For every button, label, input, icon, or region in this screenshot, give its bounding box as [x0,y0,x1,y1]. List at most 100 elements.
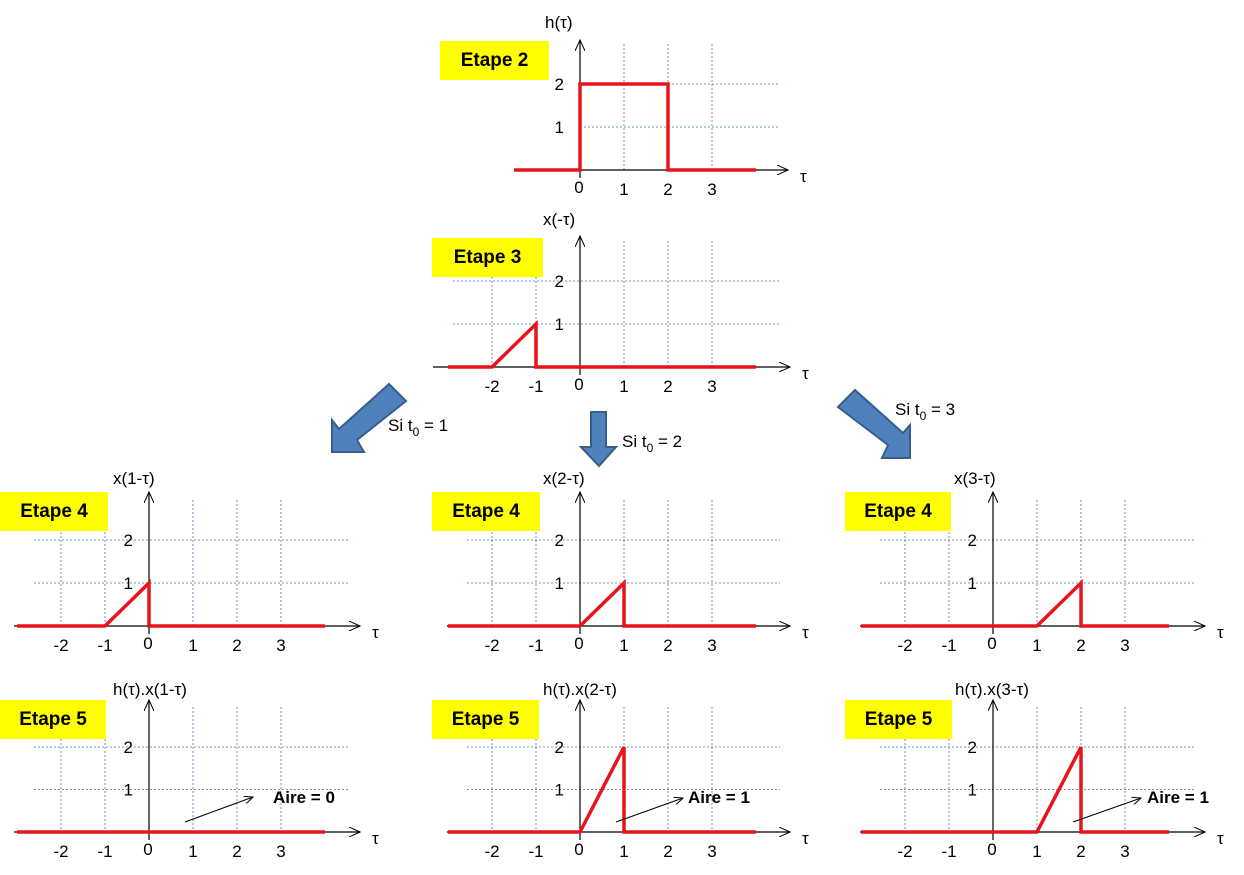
y-tick-label: 1 [555,315,564,334]
shift-label-t3: Si t0 = 3 [895,400,955,423]
y-tick-label: 1 [124,574,133,593]
y-tick-label: 1 [968,781,977,800]
x-tick-label: -2 [53,636,68,655]
signal-curve [861,746,1169,834]
area-pointer-arrow [1072,798,1141,823]
x-tick-label: -1 [941,636,956,655]
plots-layer: 0 1 2 3 1 2 h(τ) τ -2 -1 0 1 2 3 1 2 x(-τ) τ -2 -1 0 1 2 3 1 2 x(1… [14,13,1224,861]
x-tick-label: 3 [707,377,716,396]
x-tick-label: 2 [232,842,241,861]
y-axis-label: x(3-τ) [954,469,996,488]
x-tick-label: -2 [484,377,499,396]
x-tick-label: -1 [941,842,956,861]
x-tick-label: 3 [276,842,285,861]
x-tick-label: 1 [619,842,628,861]
area-label: Aire = 0 [273,788,335,807]
blue-arrow-icon [331,382,408,453]
x-tick-label: -1 [528,842,543,861]
area-label: Aire = 1 [688,788,750,807]
step-badge-etape-2: Etape 2 [440,41,549,80]
step-badge-etape-5-t2: Etape 5 [432,700,539,739]
x-tick-label: 0 [987,840,996,859]
plot-e5b: -2 -1 0 1 2 3 1 2 h(τ).x(2-τ) τ Aire = 1 [447,680,809,861]
y-tick-label: 2 [555,738,564,757]
x-tick-label: -1 [97,842,112,861]
x-axis-label: τ [802,623,809,642]
step-badge-etape-4-t3: Etape 4 [845,492,951,531]
y-tick-label: 1 [968,574,977,593]
blue-arrow-icon [578,411,619,468]
step-badge-etape-4-t1: Etape 4 [0,492,108,531]
x-tick-label: 1 [619,377,628,396]
step-badge-etape-4-t2: Etape 4 [432,492,540,531]
y-tick-label: 2 [124,531,133,550]
x-tick-label: 3 [707,842,716,861]
x-tick-label: 1 [619,636,628,655]
plot-e2: 0 1 2 3 1 2 h(τ) τ [514,13,807,199]
x-tick-label: 3 [276,636,285,655]
y-axis-label: h(τ) [545,13,573,32]
x-axis-label: τ [372,623,379,642]
shift-arrow-t3 [836,388,911,459]
area-pointer-arrow [184,797,253,823]
y-tick-label: 1 [555,118,564,137]
y-axis-label: h(τ).x(2-τ) [543,680,617,699]
x-tick-label: 1 [619,180,628,199]
x-tick-label: 3 [1120,842,1129,861]
x-tick-label: 0 [574,840,583,859]
x-tick-label: 2 [663,377,672,396]
x-tick-label: -2 [53,842,68,861]
area-pointer-arrow [615,798,683,823]
y-tick-label: 1 [555,574,564,593]
x-axis-label: τ [802,364,809,383]
y-tick-label: 2 [968,738,977,757]
y-axis-label: h(τ).x(1-τ) [113,680,187,699]
signal-curve [17,578,325,628]
y-tick-label: 1 [555,781,564,800]
x-tick-label: 2 [663,636,672,655]
x-tick-label: -1 [97,636,112,655]
x-tick-label: 3 [707,636,716,655]
y-axis-label: h(τ).x(3-τ) [955,680,1029,699]
x-tick-label: 0 [574,634,583,653]
y-tick-label: 2 [555,531,564,550]
x-axis-label: τ [800,167,807,186]
signal-curve [448,578,756,628]
x-tick-label: -2 [484,842,499,861]
y-tick-label: 2 [968,531,977,550]
signal-curve [514,82,756,172]
x-tick-label: -2 [897,636,912,655]
shift-label-t1: Si t0 = 1 [388,416,448,439]
y-tick-label: 2 [555,75,564,94]
blue-arrow-icon [836,388,911,459]
signal-curve [448,319,756,369]
x-tick-label: 2 [232,636,241,655]
signal-curve [448,746,756,834]
y-tick-label: 2 [124,738,133,757]
x-tick-label: 1 [188,842,197,861]
shift-label-t2: Si t0 = 2 [622,432,682,455]
y-tick-label: 2 [555,272,564,291]
x-tick-label: 2 [663,842,672,861]
x-tick-label: 0 [143,840,152,859]
shift-arrow-t2 [578,411,619,468]
shift-arrow-t1 [331,382,408,453]
x-axis-label: τ [1217,623,1224,642]
x-tick-label: -2 [484,636,499,655]
y-axis-label: x(1-τ) [113,469,155,488]
x-tick-label: 2 [1076,636,1085,655]
step-badge-etape-3: Etape 3 [432,238,543,277]
x-tick-label: 3 [707,180,716,199]
x-tick-label: 1 [1032,842,1041,861]
x-axis-label: τ [802,829,809,848]
y-axis-label: x(-τ) [543,210,575,229]
x-tick-label: 2 [663,180,672,199]
x-tick-label: 1 [1032,636,1041,655]
step-badge-etape-5-t1: Etape 5 [0,700,106,739]
x-tick-label: 0 [574,178,583,197]
x-axis-label: τ [1217,829,1224,848]
x-tick-label: 0 [987,634,996,653]
